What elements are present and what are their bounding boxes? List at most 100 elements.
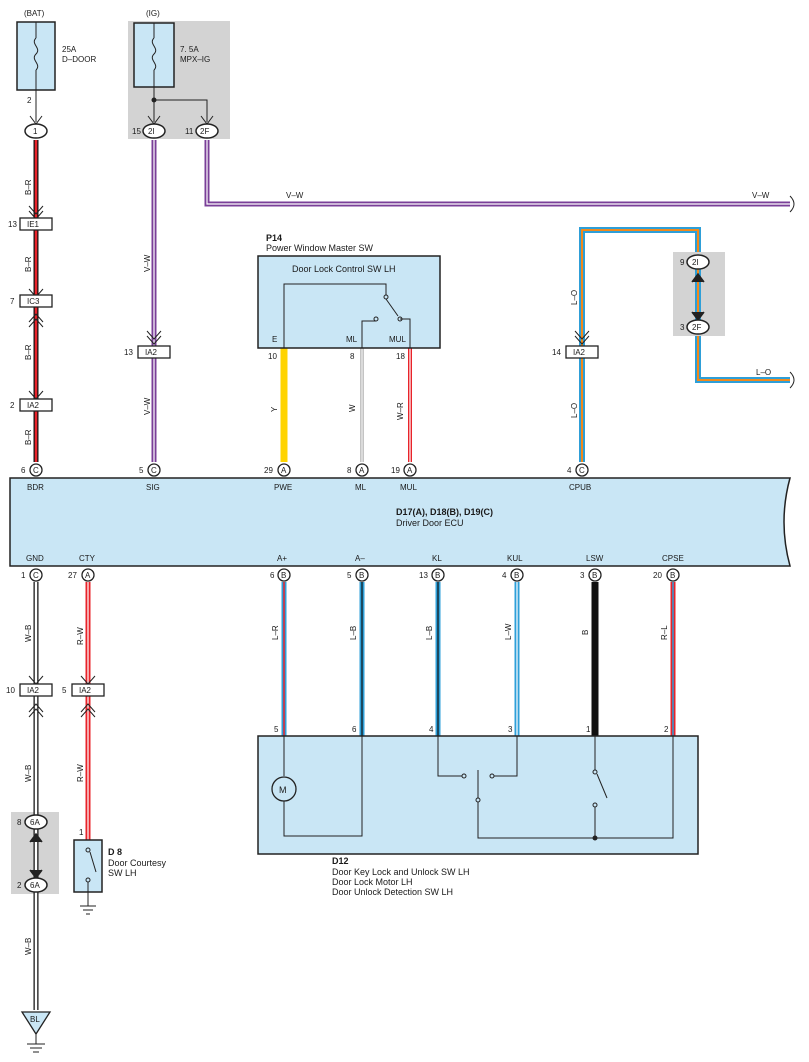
ecu-pin-gnd: GND C 1 — [21, 554, 44, 582]
ground-triangle-icon — [20, 1011, 52, 1036]
wire-y: Y — [270, 348, 288, 462]
wire-r-w: R–W R–W — [76, 582, 91, 840]
wire-label-l-o-1: L–O — [570, 290, 579, 305]
bat-fuse-name: D–DOOR — [62, 55, 96, 64]
junction-r2i-label: 2I — [692, 258, 699, 267]
p14-pin-mul: MUL — [389, 335, 406, 344]
d8-pin: 1 — [79, 828, 84, 837]
wire-label-v-w-4: V–W — [752, 191, 770, 200]
fuse-icon — [151, 37, 157, 71]
wire-label-v-w-3: V–W — [286, 191, 304, 200]
ecu-body — [9, 477, 791, 567]
ecu-pin-bdr: C 6 BDR — [21, 463, 44, 492]
ecu-pin-cpse: CPSE B 20 — [653, 554, 684, 582]
switch-blade — [385, 298, 399, 317]
wire-label-l-o-2: L–O — [570, 403, 579, 418]
junction-2i-label: 2I — [148, 127, 155, 136]
d12-assembly: 5 6 4 3 1 2 M D12 Door Key Lock and Unlo… — [257, 725, 699, 897]
bat-label: (BAT) — [24, 9, 45, 18]
wire-label-w-b-1: W–B — [24, 625, 33, 642]
pin-code: A — [359, 466, 365, 475]
ecu-name: Driver Door ECU — [396, 518, 464, 528]
pin-code: B — [435, 571, 440, 580]
splice-dot — [592, 835, 598, 841]
connector-ia2-cty-pin: 5 — [62, 686, 67, 695]
pin-name: KUL — [507, 554, 523, 563]
wire-label-v-w-1: V–W — [143, 254, 152, 272]
wire-label-y: Y — [270, 406, 279, 412]
d8-id: D 8 — [108, 847, 122, 857]
connector-ia2-bdr: IA2 2 — [10, 390, 53, 412]
junction-r2f-label: 2F — [692, 323, 701, 332]
wire-label-w: W — [348, 404, 357, 412]
junction-6a-bot-pin: 2 — [17, 881, 22, 890]
connector-ia2-cpub-label: IA2 — [573, 348, 586, 357]
ecu-pin-pwe: A 29 PWE — [264, 463, 292, 492]
bat-fuse: (BAT) 25A D–DOOR 2 — [16, 9, 96, 122]
ig-fuse-name: MPX–IG — [180, 55, 210, 64]
ecu-pin-a-plus: A+ B 6 — [270, 554, 291, 582]
wire-l-w: L–W — [504, 582, 520, 736]
pin-code: B — [592, 571, 597, 580]
junction-6a-top-pin: 8 — [17, 818, 22, 827]
junction-1-label: 1 — [33, 127, 38, 136]
wire-w-b: W–B W–B W–B — [24, 582, 39, 1010]
double-arrow-down-icon — [146, 330, 162, 345]
pin-code: B — [670, 571, 675, 580]
connector-ia2-bdr-pin: 2 — [10, 401, 15, 410]
fuse-icon — [33, 37, 39, 71]
d12-pin-2: 2 — [664, 725, 669, 734]
d12-pin-4: 4 — [429, 725, 434, 734]
p14-num-mul: 18 — [396, 352, 405, 361]
pin-code: C — [33, 466, 39, 475]
pin-number: 20 — [653, 571, 662, 580]
pin-number: 8 — [347, 466, 352, 475]
wire-label-l-b-2: L–B — [425, 626, 434, 640]
connector-ic3: IC3 7 — [10, 288, 53, 328]
d12-line3: Door Unlock Detection SW LH — [332, 887, 453, 897]
junction-2f-pin: 11 — [185, 127, 194, 136]
wire-label-b: B — [581, 630, 590, 635]
junction-2f: 2F 11 — [185, 115, 219, 139]
wire-label-b-r-1: B–R — [24, 179, 33, 195]
pin-number: 5 — [139, 466, 144, 475]
wire-v-w-sig: V–W V–W — [143, 140, 157, 462]
d8-line2: SW LH — [108, 868, 137, 878]
wire-break-icon — [789, 371, 795, 389]
connector-ia2-cty-label: IA2 — [79, 686, 92, 695]
junction-2i-pin: 15 — [132, 127, 141, 136]
connector-ie1: IE1 13 — [8, 205, 53, 231]
pin-number: 29 — [264, 466, 273, 475]
ground-label: BL — [30, 1015, 40, 1024]
p14-num-ml: 8 — [350, 352, 355, 361]
junction-r2i-pin: 9 — [680, 258, 685, 267]
motor-label: M — [279, 785, 287, 795]
pin-name: KL — [432, 554, 442, 563]
arrow-up-icon — [29, 832, 43, 843]
wire-label-w-r: W–R — [396, 402, 405, 420]
connector-ia2-cpub: IA2 14 — [552, 330, 599, 359]
bat-pin: 2 — [27, 96, 32, 105]
junction-right: 2I 9 2F 3 — [673, 252, 725, 336]
ecu-pin-cty: CTY A 27 — [68, 554, 96, 582]
d12-pin-5: 5 — [274, 725, 279, 734]
pin-code: B — [281, 571, 286, 580]
pin-name: SIG — [146, 483, 160, 492]
double-arrow-up-icon — [28, 313, 44, 328]
pin-number: 5 — [347, 571, 352, 580]
connector-ia2-bdr-label: IA2 — [27, 401, 40, 410]
p14-switch: P14 Power Window Master SW Door Lock Con… — [257, 233, 441, 361]
d8-line1: Door Courtesy — [108, 858, 167, 868]
pin-name: A– — [355, 554, 365, 563]
connector-ia2-gnd: IA2 10 — [6, 675, 53, 718]
connector-ia2-gnd-pin: 10 — [6, 686, 15, 695]
pin-number: 6 — [21, 466, 26, 475]
pin-name: GND — [26, 554, 44, 563]
junction-2f-label: 2F — [200, 127, 209, 136]
pin-name: CTY — [79, 554, 96, 563]
connector-ie1-label: IE1 — [27, 220, 40, 229]
junction-6a-bot-label: 6A — [30, 881, 40, 890]
double-arrow-down-icon — [574, 330, 590, 345]
ecu-pin-sig: C 5 SIG — [139, 463, 161, 492]
pin-name: CPUB — [569, 483, 591, 492]
